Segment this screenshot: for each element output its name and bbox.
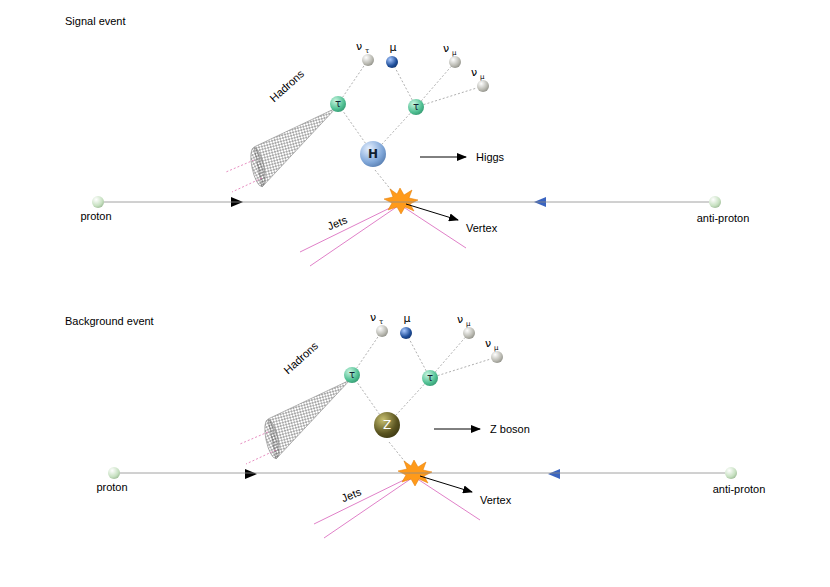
proton-particle: anti-proton: [709, 196, 721, 208]
particle-label: ν: [356, 41, 362, 52]
particle-name: Z boson: [490, 424, 530, 435]
decay-line: [424, 88, 478, 105]
particle-label: ν: [370, 312, 376, 323]
vertex-label: Vertex: [466, 223, 497, 234]
decay-line: [409, 338, 426, 371]
panel-title: Background event: [65, 316, 154, 327]
particle-label: anti-proton: [713, 484, 766, 495]
particle-label: μ: [404, 313, 411, 324]
proton-particle: proton: [108, 467, 120, 479]
neutrino-particle: νμ: [477, 80, 489, 92]
tau-particle: τ: [408, 99, 424, 115]
particle-label: μ: [390, 42, 397, 53]
region-label: Hadrons: [282, 340, 320, 376]
particle-label: ν: [471, 67, 477, 78]
particle-subscript: μ: [452, 50, 456, 57]
beam-line: [104, 202, 709, 203]
decay-line: [382, 113, 411, 145]
particle-name: Higgs: [476, 152, 504, 163]
particle-label: Z: [383, 419, 391, 431]
decay-line: [395, 67, 412, 100]
beam-line: [120, 473, 725, 474]
decay-line: [357, 336, 379, 368]
muon-particle: μ: [400, 327, 412, 339]
proton-particle: anti-proton: [725, 467, 737, 479]
decay-line: [438, 359, 492, 376]
particle-subscript: μ: [494, 345, 498, 352]
particle-label: ν: [443, 43, 449, 54]
decay-line: [343, 65, 365, 97]
particle-label: proton: [96, 482, 127, 493]
particle-label: τ: [413, 102, 419, 112]
neutrino-particle: ντ: [362, 54, 374, 66]
particle-label: H: [368, 148, 378, 160]
particle-subscript: τ: [379, 319, 383, 326]
panel-title: Signal event: [65, 16, 126, 27]
higgs-particle: H: [360, 141, 386, 167]
tau-particle: τ: [422, 370, 438, 386]
particle-subscript: τ: [365, 48, 369, 55]
tau-particle: τ: [344, 367, 360, 383]
decay-line: [396, 384, 425, 416]
region-label: Hadrons: [268, 68, 306, 104]
decay-line: [421, 67, 451, 101]
decay-line: [357, 382, 380, 415]
neutrino-particle: νμ: [491, 351, 503, 363]
neutrino-particle: νμ: [449, 56, 461, 68]
z-boson-particle: Z: [374, 412, 400, 438]
particle-label: ν: [457, 314, 463, 325]
decay-line: [435, 338, 465, 372]
vertex-label: Vertex: [480, 495, 511, 506]
muon-particle: μ: [386, 56, 398, 68]
neutrino-particle: νμ: [463, 327, 475, 339]
tau-particle: τ: [330, 96, 346, 112]
particle-subscript: μ: [480, 74, 484, 81]
particle-label: proton: [80, 211, 111, 222]
proton-particle: proton: [92, 196, 104, 208]
particle-label: τ: [335, 99, 341, 109]
neutrino-particle: ντ: [376, 325, 388, 337]
decay-line: [343, 111, 366, 144]
particle-subscript: μ: [466, 321, 470, 328]
particle-label: τ: [349, 370, 355, 380]
particle-label: anti-proton: [697, 213, 750, 224]
particle-label: ν: [485, 338, 491, 349]
particle-label: τ: [427, 373, 433, 383]
